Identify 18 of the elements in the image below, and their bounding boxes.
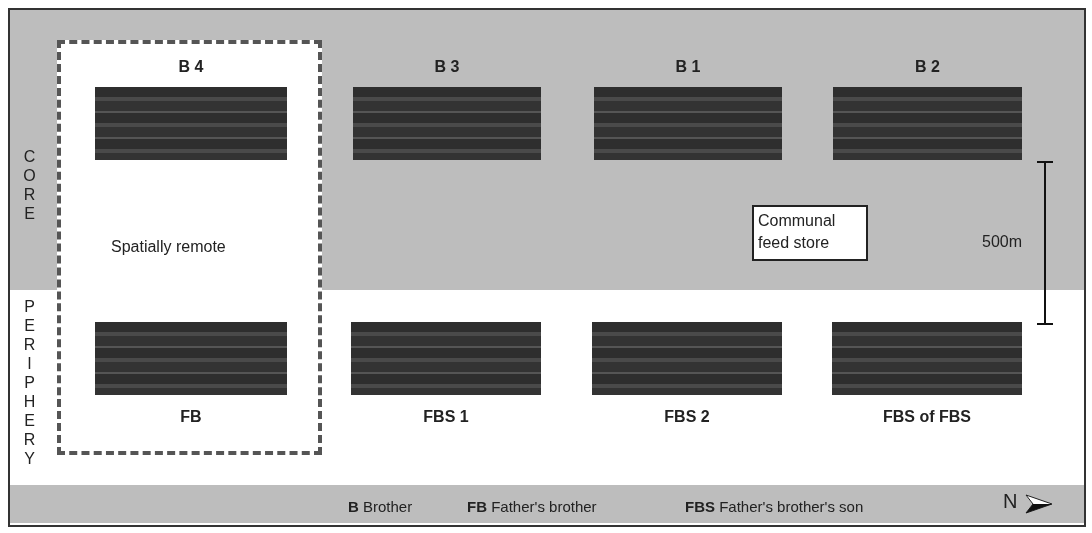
house-label: FBS 2 — [664, 408, 710, 426]
house-label: FB — [180, 408, 202, 426]
house-label: FBS of FBS — [883, 408, 971, 426]
north-label: N — [1003, 490, 1018, 513]
region-label: Spatially remote — [111, 238, 226, 256]
key-entry: B Brother — [348, 498, 413, 515]
key-entry: FB Father's brother — [467, 498, 597, 515]
house-label: B 3 — [434, 58, 460, 76]
house-label: FBS 1 — [423, 408, 469, 426]
dashed-region — [57, 40, 322, 455]
house-label: B 2 — [915, 58, 940, 76]
zone-label: CORE — [20, 148, 38, 224]
house-label: B 1 — [675, 58, 701, 76]
feed-store-box: Communal feed store — [752, 205, 868, 261]
key-entry: FBS Father's brother's son — [685, 498, 864, 515]
scale-label: 500m — [982, 233, 1023, 251]
zone-label: PERIPHERY — [20, 298, 38, 469]
house-label: B 4 — [178, 58, 204, 76]
